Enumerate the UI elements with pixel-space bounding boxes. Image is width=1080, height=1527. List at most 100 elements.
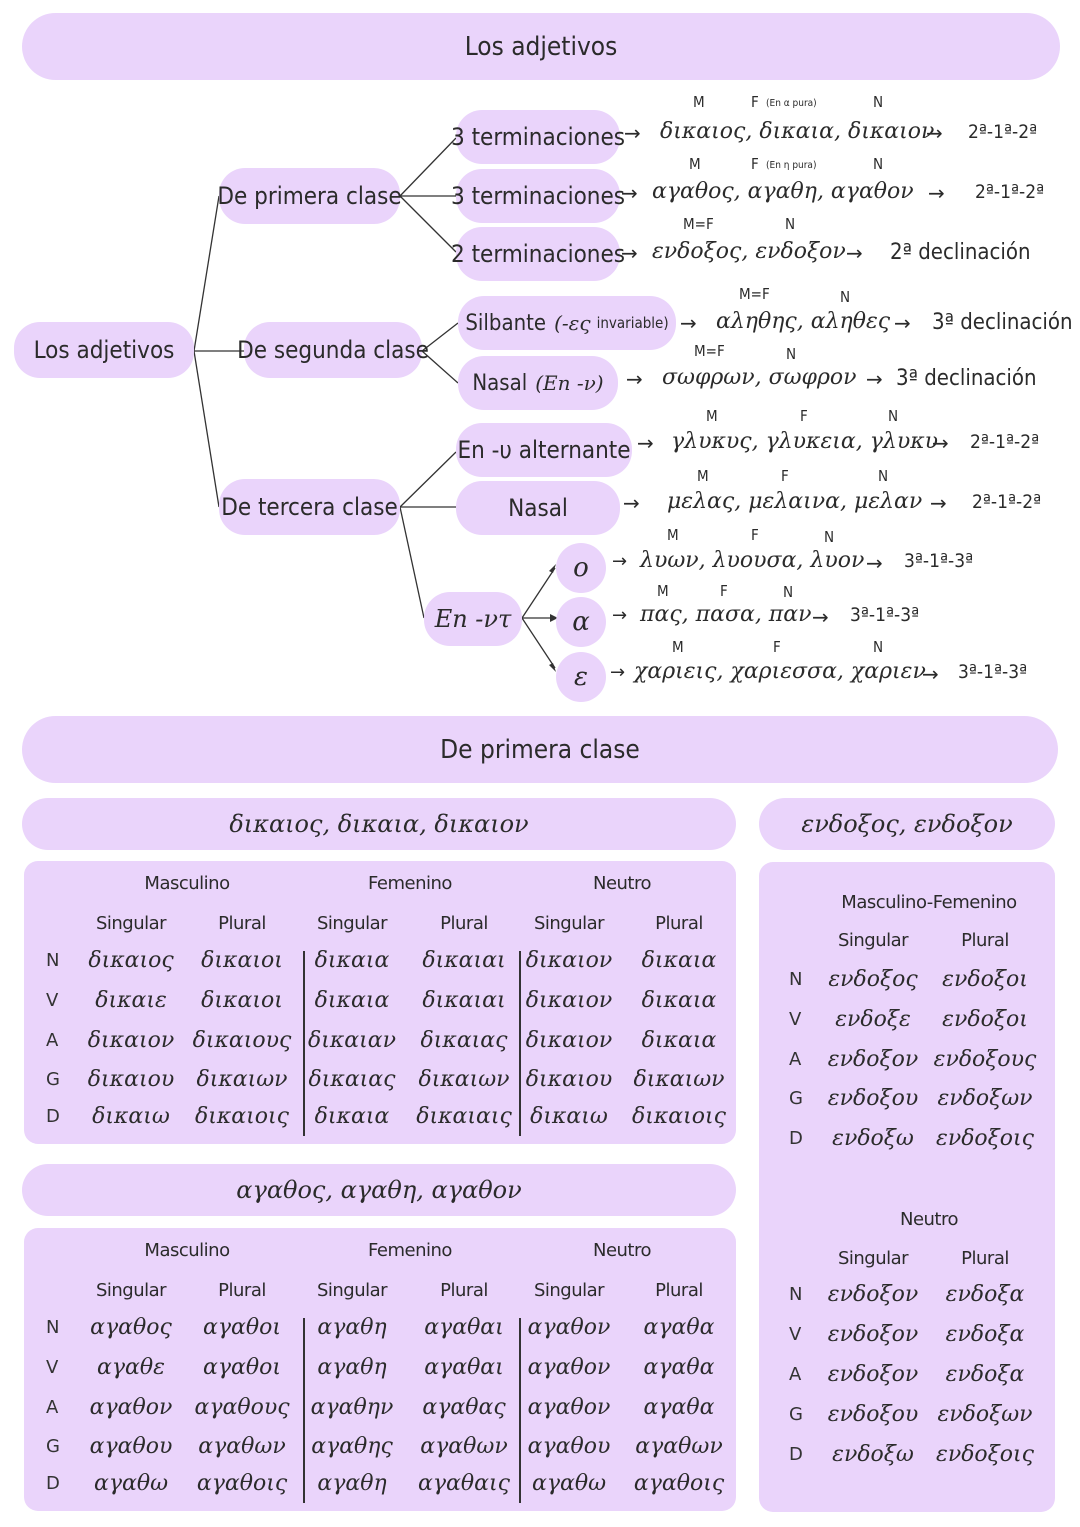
table-cell: ενδοξω (832, 1126, 914, 1151)
table-cell: αγαθοις (633, 1471, 725, 1496)
table-cell: ενδοξον (827, 1282, 919, 1307)
table-cell: δικαιοι (201, 948, 283, 973)
table-cell: δικαιε (95, 988, 167, 1013)
forms-endoxos: ενδοξος, ενδοξον (652, 239, 846, 264)
arrow-icon: → (637, 431, 654, 455)
table-cell: ενδοξοι (942, 967, 1028, 992)
gender-label-n: N (888, 407, 899, 425)
second-nasal-node: Nasal (En -ν) (458, 356, 618, 410)
gender-header: Femenino (368, 1240, 452, 1261)
result-glykys: 2ª-1ª-2ª (970, 431, 1040, 453)
number-header: Plural (655, 913, 703, 934)
table-cell: δικαιαις (416, 1104, 512, 1129)
arrow-icon: → (866, 367, 883, 391)
third-nasal-node: Nasal (456, 481, 620, 535)
table-cell: ενδοξε (835, 1007, 911, 1032)
column-divider (519, 1318, 521, 1503)
table-cell: δικαιου (525, 1067, 613, 1092)
gender-label-mf: M=F (739, 285, 770, 303)
result-agathos: 2ª-1ª-2ª (975, 181, 1045, 203)
gender-label-n: N (783, 583, 794, 601)
gender-label-n: N (878, 467, 889, 485)
table-cell: δικαιω (530, 1104, 608, 1129)
class-first-node: De primera clase (217, 168, 402, 224)
gender-label-n: N (785, 215, 796, 233)
result-pas: 3ª-1ª-3ª (850, 604, 920, 626)
arrow-icon: → (928, 181, 945, 205)
number-header: Singular (95, 913, 167, 934)
arrow-icon: → (680, 311, 697, 335)
table-cell: δικαια (641, 1028, 717, 1053)
case-label: N (789, 1284, 803, 1305)
case-label: A (789, 1049, 802, 1070)
number-header: Plural (655, 1280, 703, 1301)
forms-agathos: αγαθος, αγαθη, αγαθον (652, 179, 914, 204)
first-3term-eta-node: 3 terminaciones (451, 169, 625, 223)
table-cell: δικαια (641, 948, 717, 973)
tree-connectors (193, 137, 558, 672)
result-dikaios: 2ª-1ª-2ª (968, 121, 1038, 143)
table-cell: αγαθην (310, 1395, 394, 1420)
gender-label-mf: M=F (683, 215, 714, 233)
table-cell: αγαθω (93, 1471, 169, 1496)
table-cell: δικαιου (87, 1067, 175, 1092)
gender-label-f: F (720, 582, 728, 600)
case-label: G (789, 1088, 803, 1109)
result-charieis: 3ª-1ª-3ª (958, 661, 1028, 683)
result-melas: 2ª-1ª-2ª (972, 491, 1042, 513)
table-cell: ενδοξων (937, 1402, 1033, 1427)
gender-label-m: M (697, 467, 709, 485)
class-third-node: De tercera clase (219, 479, 400, 535)
gender-label-m: M (706, 407, 718, 425)
number-header: Plural (218, 1280, 266, 1301)
table-cell: ενδοξον (827, 1362, 919, 1387)
table-cell: δικαιας (308, 1067, 396, 1092)
table-cell: δικαιος (88, 948, 174, 973)
table-cell: αγαθαι (424, 1315, 504, 1340)
table-cell: ενδοξοις (936, 1442, 1034, 1467)
case-label: D (789, 1444, 803, 1465)
table-cell: αγαθη (317, 1471, 387, 1496)
arrow-icon: → (626, 367, 643, 391)
arrow-icon: → (922, 662, 939, 686)
table-cell: δικαια (641, 988, 717, 1013)
table-cell: ενδοξους (933, 1047, 1037, 1072)
gender-label-n: N (824, 528, 835, 546)
table-cell: δικαιον (525, 948, 613, 973)
number-header: Plural (961, 1248, 1009, 1269)
forms-charieis: χαριεις, χαριεσσα, χαριεν (634, 659, 926, 684)
table-cell: αγαθος (90, 1315, 172, 1340)
arrow-icon: → (612, 605, 628, 626)
nt-vowel-o-node: ο (556, 543, 606, 593)
table-cell: ενδοξα (945, 1282, 1025, 1307)
gender-header: Masculino-Femenino (841, 892, 1017, 913)
gender-header: Femenino (368, 873, 452, 894)
table-cell: δικαιων (196, 1067, 288, 1092)
arrow-icon: → (932, 431, 949, 455)
gender-header: Neutro (899, 1209, 959, 1230)
endoxos-title-pill: ενδοξος, ενδοξον (759, 798, 1055, 850)
gender-label-m: M (689, 155, 701, 173)
case-label: D (789, 1128, 803, 1149)
case-label: N (789, 969, 803, 990)
table-cell: δικαιω (92, 1104, 170, 1129)
first-3term-alpha-node: 3 terminaciones (451, 110, 625, 164)
arrow-icon: → (623, 491, 640, 515)
table-cell: αγαθων (198, 1434, 286, 1459)
gender-label-n: N (873, 155, 884, 173)
gender-label-f: F (751, 526, 759, 544)
number-header: Plural (440, 913, 488, 934)
number-header: Singular (316, 913, 388, 934)
class-second-node: De segunda clase (237, 322, 429, 378)
gender-label-f: F (751, 93, 759, 111)
arrow-icon: → (610, 662, 626, 683)
arrow-icon: → (812, 605, 829, 629)
result-sophron: 3ª declinación (896, 366, 1037, 391)
case-label: A (789, 1364, 802, 1385)
gender-note: (En η pura) (766, 160, 817, 171)
number-header: Singular (533, 913, 605, 934)
dikaios-title-pill: δικαιος, δικαια, δικαιον (22, 798, 736, 850)
gender-label-mf: M=F (694, 342, 725, 360)
